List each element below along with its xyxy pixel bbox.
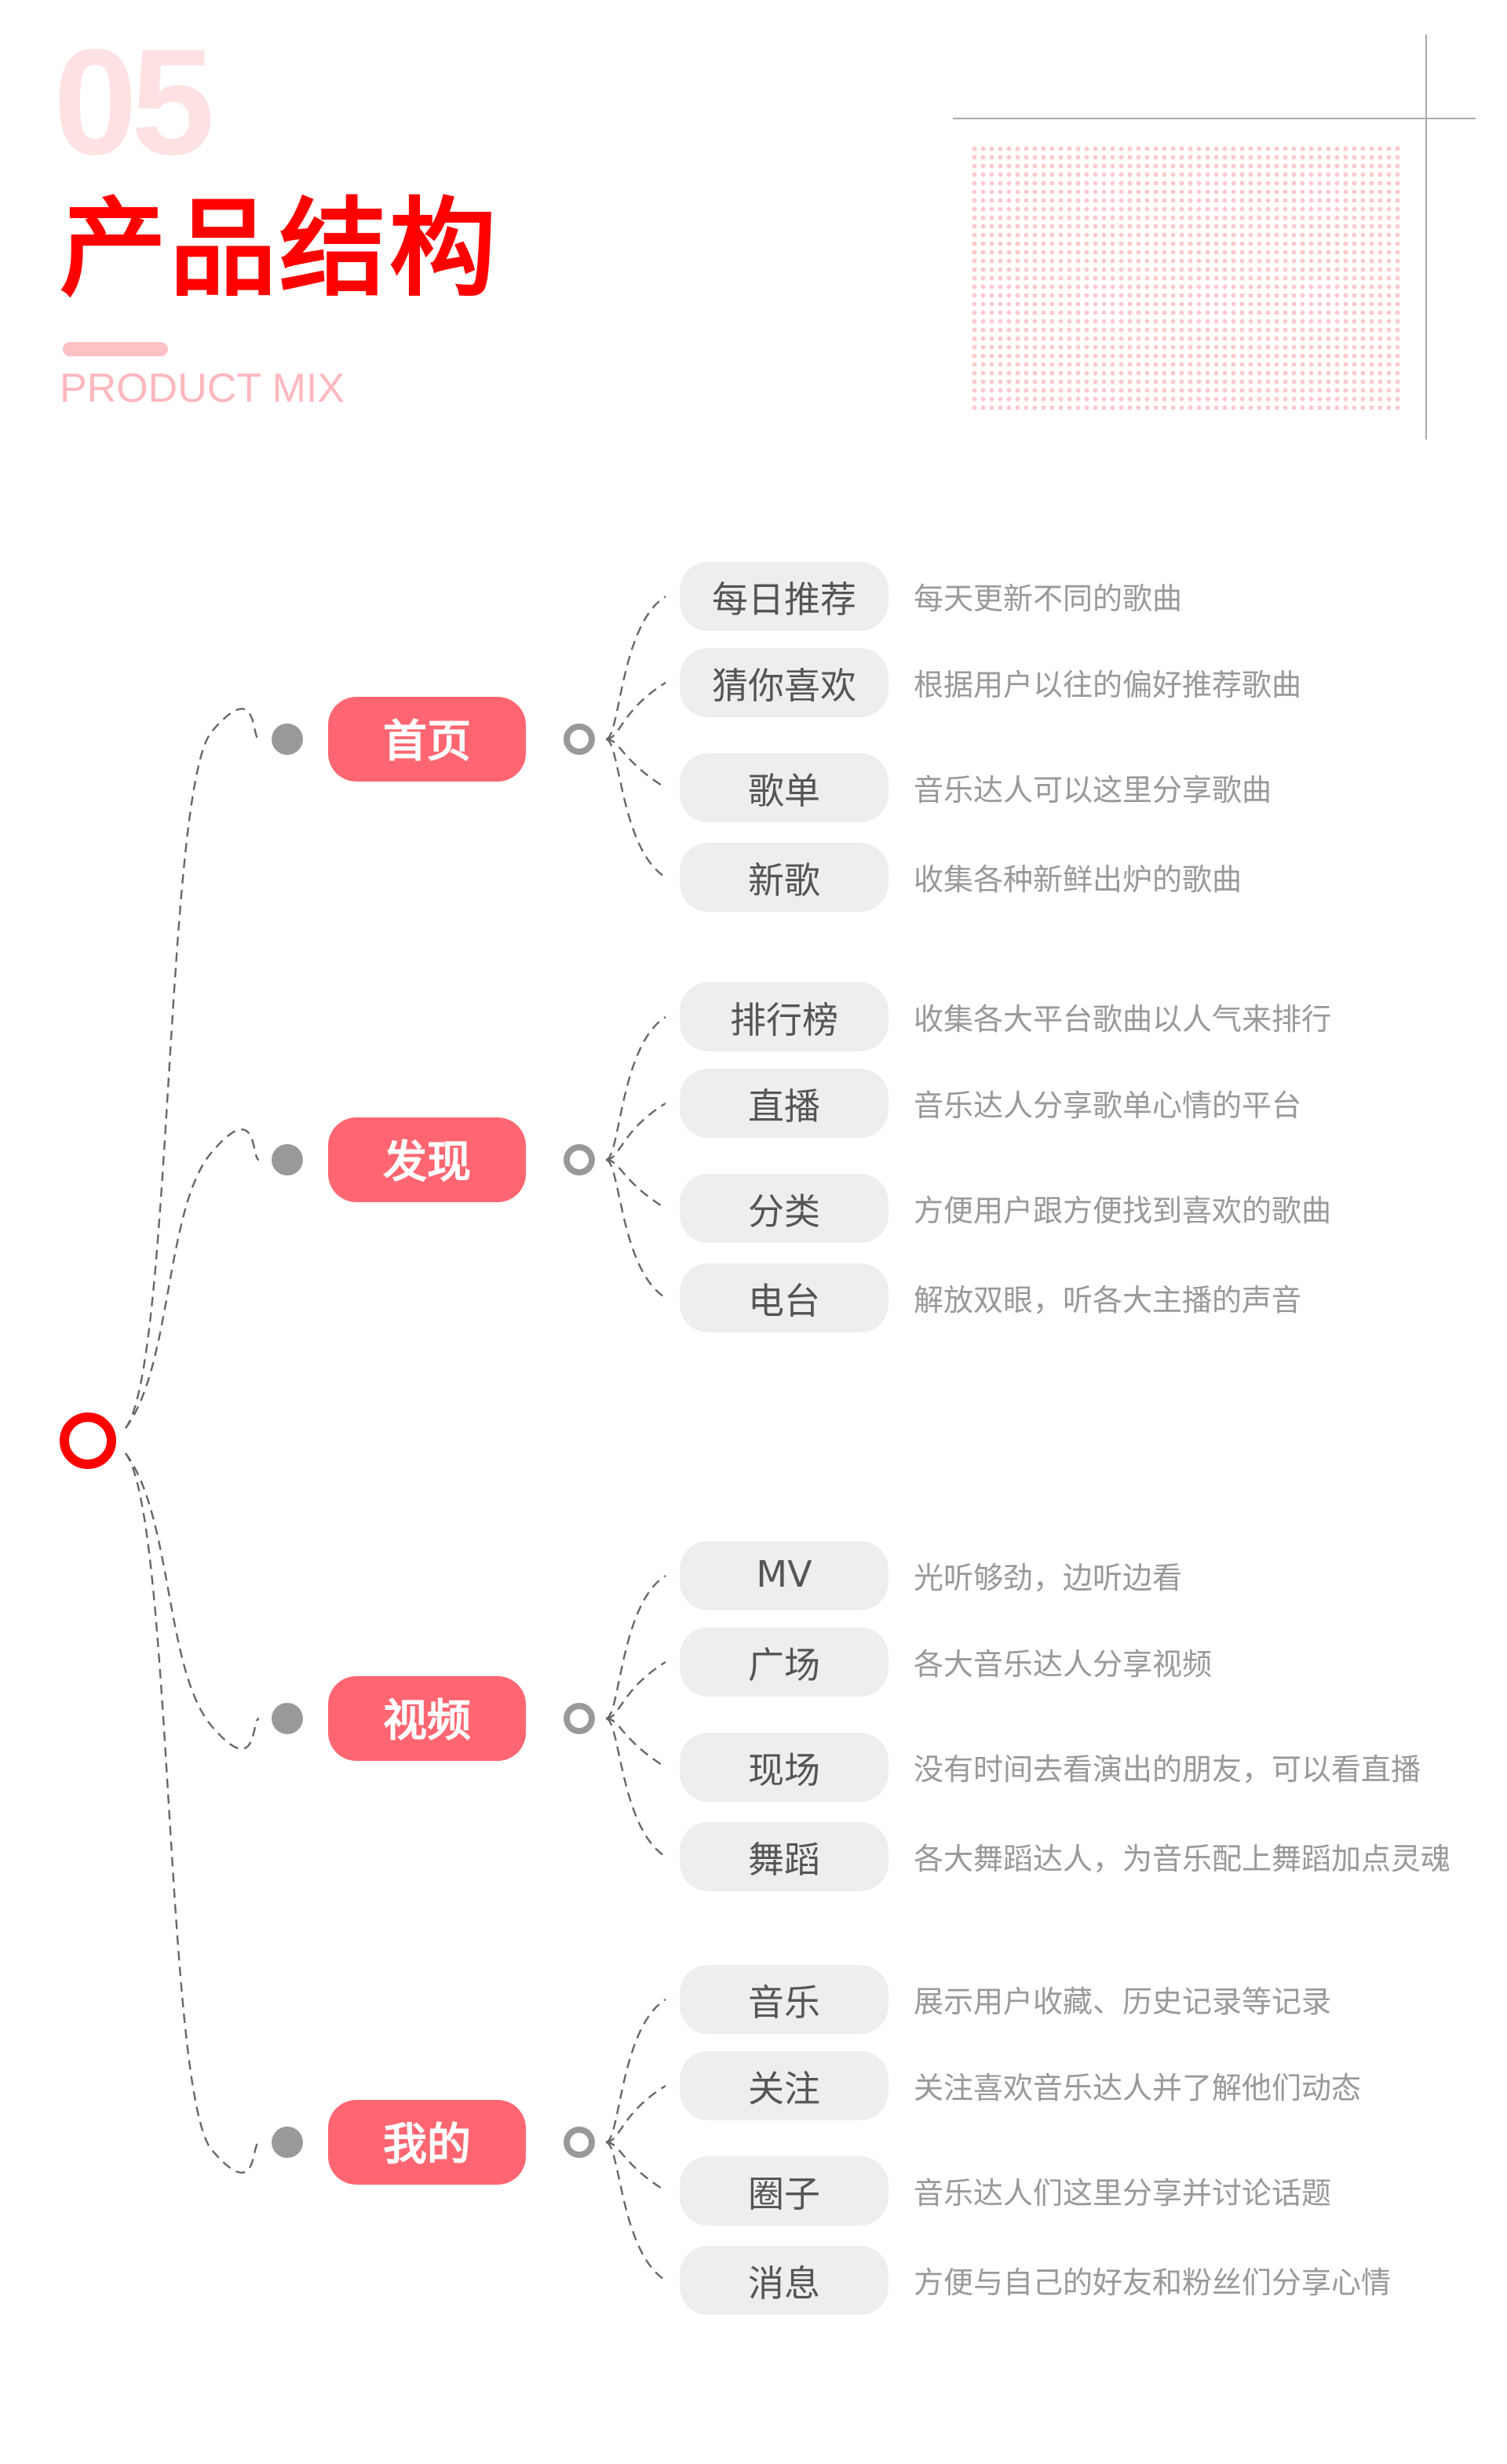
- root-connector: [125, 1128, 260, 1429]
- item-description: 根据用户以往的偏好推荐歌曲: [914, 668, 1302, 702]
- item-connector: [605, 1660, 666, 1720]
- category-node[interactable]: 我的: [328, 2100, 526, 2185]
- category-ring: [564, 2127, 595, 2158]
- item-connector: [605, 1158, 666, 1210]
- section-number: 05: [53, 19, 215, 187]
- item-description: 音乐达人可以这里分享歌曲: [914, 773, 1272, 807]
- item-node[interactable]: 猜你喜欢: [680, 648, 889, 717]
- title-underline: [63, 342, 168, 356]
- item-node[interactable]: 电台: [680, 1263, 889, 1332]
- item-connector: [605, 2141, 666, 2282]
- item-description: 收集各种新鲜出炉的歌曲: [914, 862, 1242, 897]
- item-description: 每天更新不同的歌曲: [914, 581, 1183, 616]
- item-node[interactable]: 直播: [680, 1069, 889, 1138]
- item-node[interactable]: 关注: [680, 2051, 889, 2120]
- item-connector: [605, 1717, 666, 1769]
- item-description: 各大舞蹈达人，为音乐配上舞蹈加点灵魂: [914, 1842, 1451, 1876]
- root-connector: [125, 708, 260, 1429]
- item-node[interactable]: 分类: [680, 1174, 889, 1243]
- category-node[interactable]: 首页: [328, 697, 526, 782]
- item-connector: [605, 2141, 666, 2192]
- item-connector: [605, 1102, 666, 1161]
- item-description: 方便与自己的好友和粉丝们分享心情: [914, 2265, 1392, 2300]
- item-description: 方便用户跟方便找到喜欢的歌曲: [914, 1194, 1332, 1228]
- root-connector: [125, 1453, 260, 1750]
- item-description: 没有时间去看演出的朋友，可以看直播: [914, 1752, 1421, 1787]
- item-node[interactable]: 消息: [680, 2246, 889, 2315]
- item-description: 光听够劲，边听边看: [914, 1561, 1183, 1595]
- category-ring: [564, 1144, 595, 1176]
- item-description: 各大音乐达人分享视频: [914, 1647, 1213, 1682]
- item-connector: [605, 681, 666, 741]
- category-ring: [564, 1703, 595, 1734]
- root-node: [60, 1412, 116, 1469]
- item-connector: [605, 738, 666, 789]
- item-node[interactable]: 音乐: [680, 1965, 889, 2034]
- item-description: 解放双眼，听各大主播的声音: [914, 1283, 1302, 1318]
- item-node[interactable]: 新歌: [680, 843, 889, 912]
- item-node[interactable]: 圈子: [680, 2156, 889, 2225]
- category-dot: [272, 1703, 303, 1734]
- item-connector: [605, 2084, 666, 2144]
- item-connector: [605, 1015, 666, 1161]
- item-node[interactable]: 歌单: [680, 753, 889, 822]
- item-connector: [605, 595, 666, 741]
- item-description: 关注喜欢音乐达人并了解他们动态: [914, 2071, 1362, 2105]
- item-description: 音乐达人分享歌单心情的平台: [914, 1088, 1302, 1123]
- item-connector: [605, 1998, 666, 2144]
- page-title: 产品结构: [60, 188, 500, 312]
- decor-dot-grid: [970, 144, 1403, 414]
- decor-vertical-line: [1425, 35, 1427, 439]
- page-subtitle: PRODUCT MIX: [60, 364, 345, 411]
- item-connector: [605, 1158, 666, 1299]
- category-dot: [272, 2127, 303, 2158]
- category-dot: [272, 724, 303, 755]
- category-dot: [272, 1144, 303, 1176]
- item-description: 音乐达人们这里分享并讨论话题: [914, 2176, 1332, 2211]
- item-node[interactable]: 排行榜: [680, 982, 889, 1052]
- decor-horizontal-line: [953, 118, 1476, 119]
- item-description: 收集各大平台歌曲以人气来排行: [914, 1002, 1332, 1037]
- item-node[interactable]: 每日推荐: [680, 562, 889, 631]
- item-node[interactable]: 舞蹈: [680, 1822, 889, 1891]
- item-connector: [605, 1574, 666, 1720]
- item-connector: [605, 1717, 666, 1858]
- item-description: 展示用户收藏、历史记录等记录: [914, 1985, 1332, 2019]
- item-connector: [605, 738, 666, 879]
- category-node[interactable]: 发现: [328, 1117, 526, 1202]
- category-ring: [564, 724, 595, 755]
- item-node[interactable]: 现场: [680, 1733, 889, 1802]
- root-connector: [125, 1453, 260, 2174]
- category-node[interactable]: 视频: [328, 1676, 526, 1761]
- item-node[interactable]: 广场: [680, 1627, 889, 1697]
- item-node[interactable]: MV: [680, 1541, 889, 1610]
